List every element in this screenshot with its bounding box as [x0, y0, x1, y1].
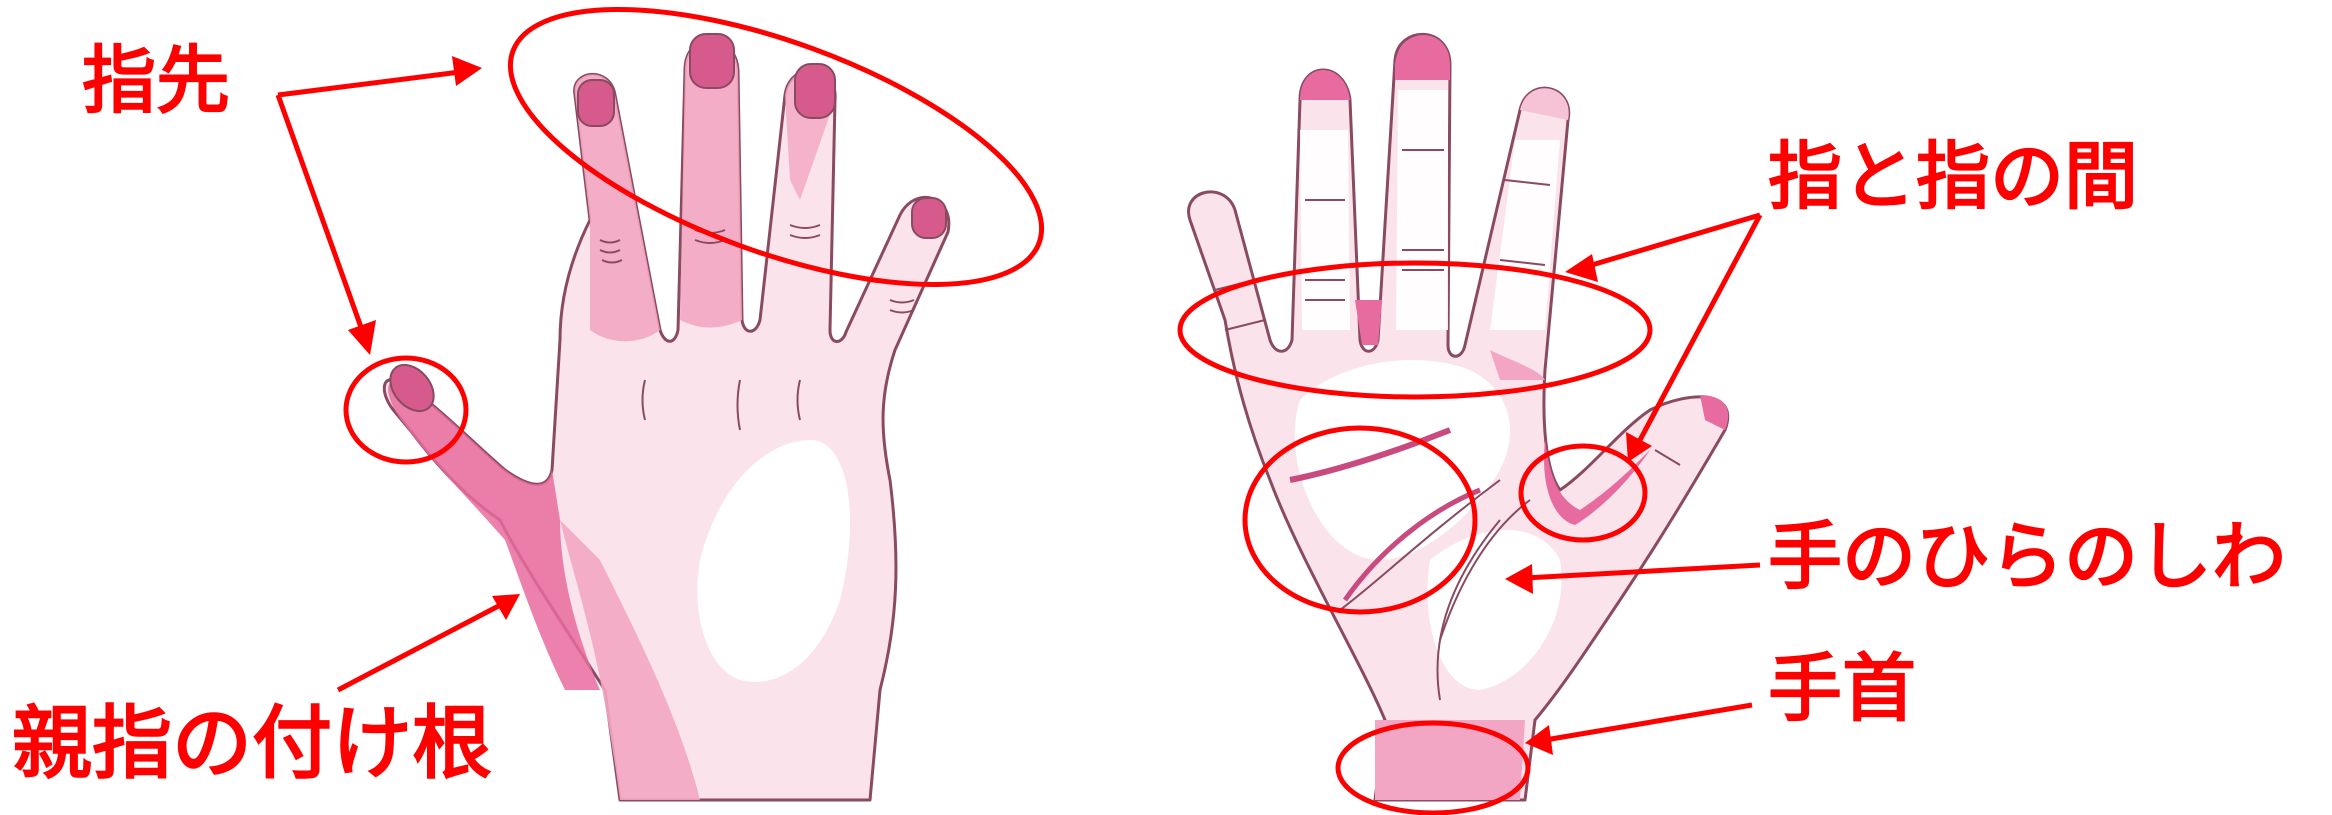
wrist-arrow	[1545, 705, 1752, 740]
fingertips-arrow-2	[278, 95, 362, 330]
nail-pinky-back	[912, 198, 946, 238]
label-wrist: 手首	[1768, 652, 1916, 726]
fingertips-arrow	[278, 72, 460, 95]
nail-ring-back	[795, 64, 835, 118]
nail-middle-back	[690, 34, 734, 88]
label-fingertips: 指先	[82, 44, 230, 118]
thumb-base-arrow	[338, 600, 510, 690]
label-between-fingers: 指と指の間	[1768, 140, 2138, 214]
nail-index-back	[578, 80, 614, 126]
palm-of-hand-figure	[1189, 34, 1729, 800]
label-palm-wrinkles: 手のひらのしわ	[1768, 520, 2286, 594]
label-thumb-base: 親指の付け根	[12, 704, 492, 784]
